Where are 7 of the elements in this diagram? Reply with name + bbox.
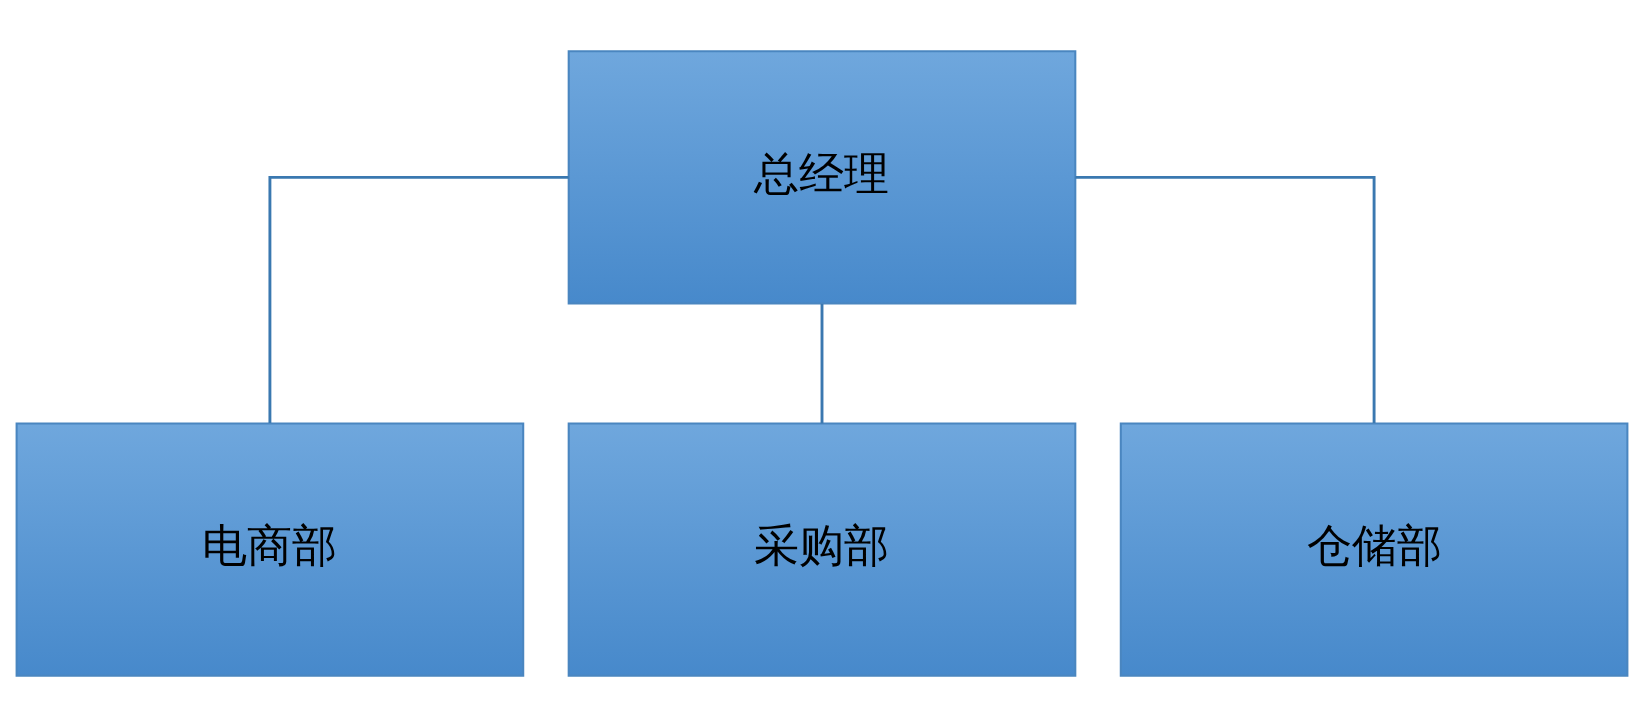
- connector: [268, 175, 569, 424]
- node-box: 采购部: [567, 422, 1077, 677]
- node-box: 电商部: [15, 422, 525, 677]
- connector: [820, 303, 824, 424]
- node-box: 总经理: [567, 50, 1077, 305]
- node-box: 仓储部: [1119, 422, 1629, 677]
- connector: [1075, 175, 1376, 424]
